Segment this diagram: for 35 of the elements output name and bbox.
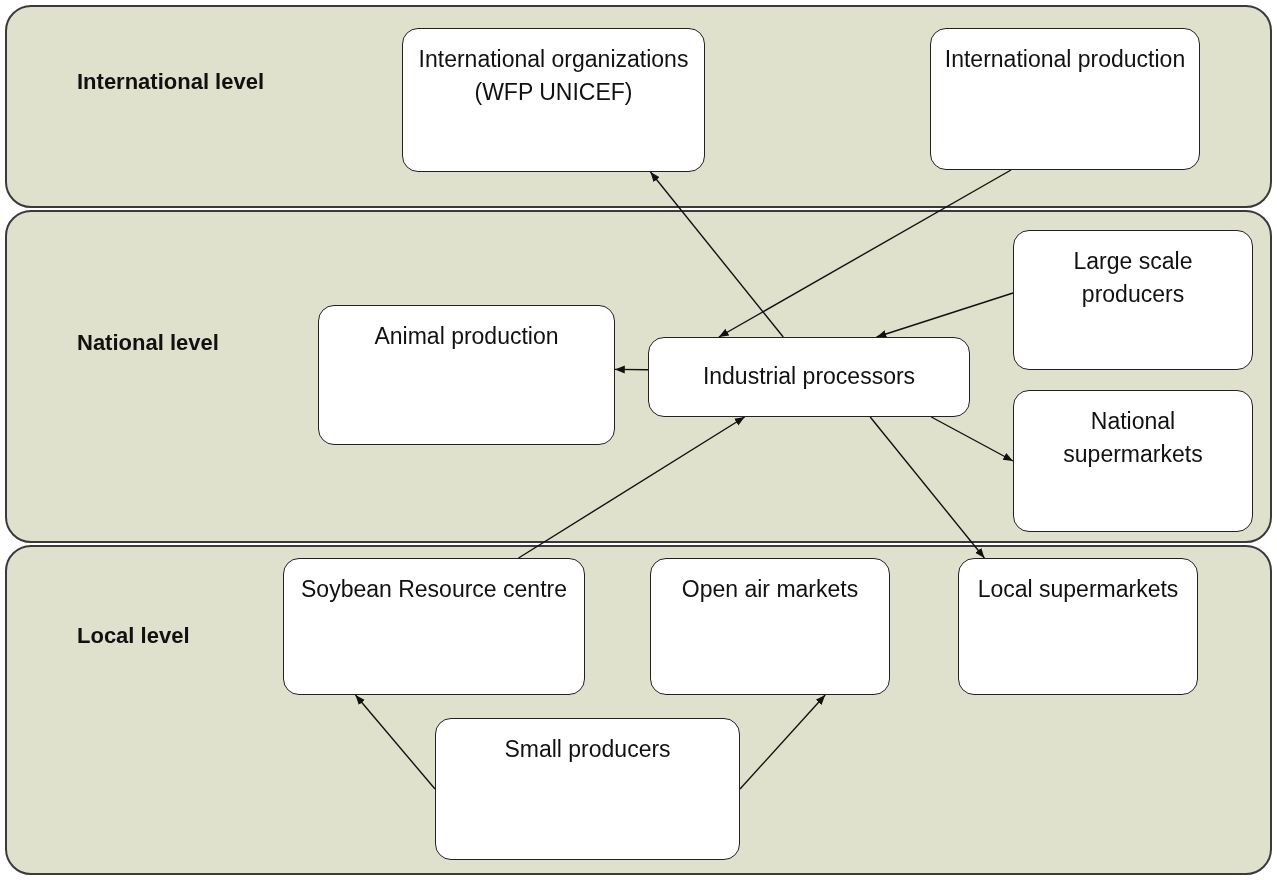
box-label: Large scale producers <box>1072 247 1194 310</box>
process-box <box>283 558 585 695</box>
process-box <box>435 718 740 860</box>
level-band <box>5 210 1272 543</box>
level-band <box>5 545 1272 875</box>
arrow <box>614 365 649 374</box>
box-label: Open air markets <box>680 575 860 604</box>
box-label: Animal production <box>373 322 560 351</box>
process-box <box>958 558 1198 695</box>
level-band <box>5 5 1272 208</box>
box-label: Local supermarkets <box>976 575 1180 604</box>
box-label: International organizations (WFP UNICEF) <box>417 45 690 108</box>
arrow <box>718 169 1012 338</box>
arrow <box>517 416 746 559</box>
arrow <box>354 694 436 790</box>
process-box <box>402 28 705 172</box>
box-label: Industrial processors <box>701 362 917 392</box>
box-label: National supermarkets <box>1062 407 1204 470</box>
process-box <box>930 28 1200 170</box>
arrow <box>649 171 784 338</box>
process-box <box>650 558 890 695</box>
arrow <box>875 292 1014 338</box>
box-label: Soybean Resource centre <box>300 575 568 604</box>
process-box <box>1013 230 1253 370</box>
arrow <box>869 416 986 559</box>
arrow <box>930 416 1014 462</box>
box-label: Small producers <box>503 735 672 764</box>
level-label: Local level <box>77 623 190 649</box>
process-box <box>1013 390 1253 532</box>
process-box <box>648 337 970 417</box>
process-box <box>318 305 615 445</box>
box-label: International production <box>943 45 1187 74</box>
level-label: National level <box>77 330 219 356</box>
level-label: International level <box>77 69 265 95</box>
arrow <box>739 694 826 790</box>
